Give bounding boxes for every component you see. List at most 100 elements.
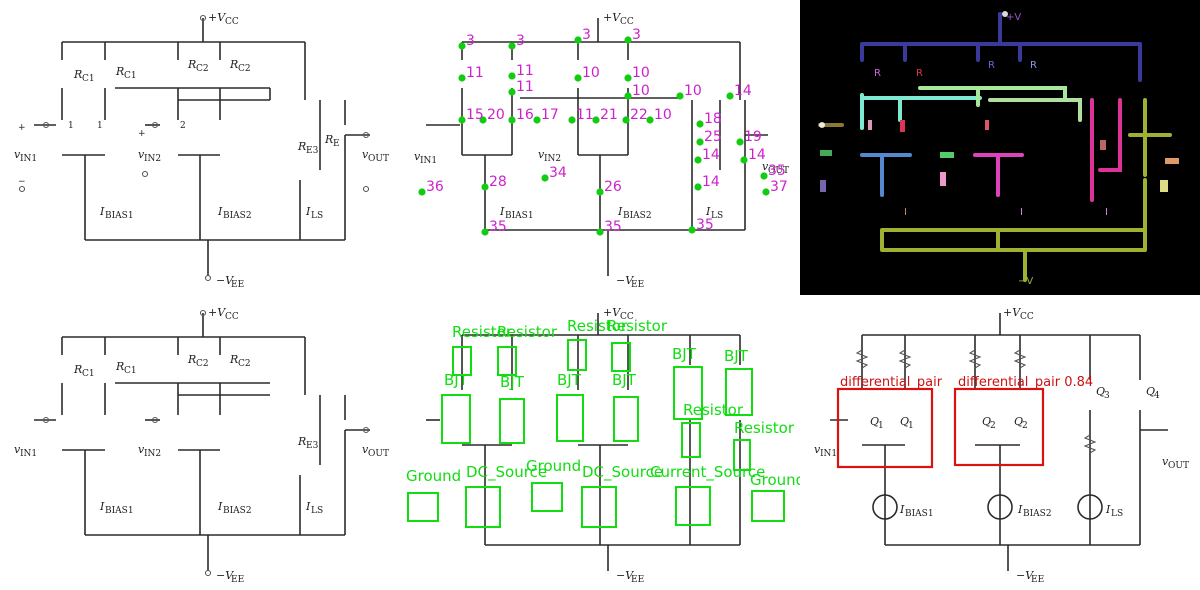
ils-sub-6: LS bbox=[1111, 509, 1123, 519]
node-dot-u bbox=[646, 116, 654, 124]
vin1-sub-4: IN1 bbox=[20, 449, 37, 459]
vee-label-4: −V bbox=[216, 569, 234, 582]
node-number-h: 10 bbox=[582, 65, 600, 81]
seg-vee: −V bbox=[1018, 276, 1033, 287]
ils-sub: LS bbox=[311, 211, 323, 221]
detection-box-9 bbox=[725, 368, 753, 416]
rc1-sub-b: C1 bbox=[124, 71, 137, 81]
q4-label: Q bbox=[1146, 385, 1155, 398]
detection-label-5: BJT bbox=[500, 373, 525, 391]
detection-label-12: Ground bbox=[406, 467, 461, 485]
rc1-label-a: R bbox=[73, 68, 82, 81]
node-dot-aa bbox=[418, 188, 426, 196]
ibias1-sub: BIAS1 bbox=[105, 211, 134, 221]
rc2-label-4b: R bbox=[229, 353, 238, 366]
vout-label-2: v bbox=[762, 160, 769, 173]
ibias1-sub-2: BIAS1 bbox=[505, 211, 534, 221]
q4-sub: 4 bbox=[1154, 391, 1160, 401]
seg-ibias1: I bbox=[904, 207, 907, 218]
ibias2-label: I bbox=[217, 205, 223, 218]
plus-vin2: + bbox=[138, 129, 146, 139]
rc2-label-b: R bbox=[229, 58, 238, 71]
node-dot-o bbox=[479, 116, 487, 124]
vee-sub-4: EE bbox=[231, 575, 244, 585]
node-number-ae: 14 bbox=[702, 174, 720, 190]
ibias1-label-6: I bbox=[899, 503, 905, 516]
vcc-label-6: +V bbox=[1003, 306, 1021, 319]
node-number-a: 3 bbox=[466, 33, 475, 49]
q1-sub-b: 1 bbox=[908, 421, 914, 431]
detection-label-14: Ground bbox=[526, 457, 581, 475]
ibias2-sub-6: BIAS2 bbox=[1023, 509, 1052, 519]
detection-box-10 bbox=[681, 422, 701, 458]
segmentation-svg: +V R R R R I I I −V bbox=[818, 11, 1179, 287]
node-dot-ai bbox=[688, 226, 696, 234]
rc2-sub-4a: C2 bbox=[196, 359, 209, 369]
node-dot-ae bbox=[694, 183, 702, 191]
detection-box-11 bbox=[733, 439, 751, 471]
vin1-sub-2: IN1 bbox=[420, 156, 437, 166]
plus-vin1: + bbox=[18, 123, 26, 133]
panel-node-numbers: +V CC v IN1 v IN2 I BIAS1 I BIAS2 I LS v… bbox=[400, 0, 800, 295]
node-number-aa: 36 bbox=[426, 179, 444, 195]
ils-sub-4: LS bbox=[311, 506, 323, 516]
node-dot-r bbox=[568, 116, 576, 124]
vin2-label-4: v bbox=[138, 443, 145, 456]
node-number-ah: 35 bbox=[604, 219, 622, 235]
node-number-af: 37 bbox=[770, 179, 788, 195]
node-number-u: 10 bbox=[654, 107, 672, 123]
seg-ibias2: I bbox=[1020, 207, 1023, 218]
rc1-sub-4b: C1 bbox=[124, 366, 137, 376]
ils-label-4: I bbox=[305, 500, 311, 513]
rc1-label-4b: R bbox=[115, 360, 124, 373]
vee-sub: EE bbox=[231, 280, 244, 290]
vout-sub: OUT bbox=[368, 154, 389, 164]
node-number-t: 22 bbox=[630, 107, 648, 123]
ibias2-label-2: I bbox=[617, 205, 623, 218]
node-dot-g bbox=[508, 88, 516, 96]
detection-label-11: Resistor bbox=[734, 419, 795, 437]
detection-box-6 bbox=[556, 394, 584, 442]
panel-raw-schematic-2: +V CC R C1 R C1 R C2 R C2 v IN1 v IN2 R … bbox=[0, 295, 400, 590]
node-number-x: 14 bbox=[702, 147, 720, 163]
node-number-ad: 26 bbox=[604, 179, 622, 195]
node-number-ai: 35 bbox=[696, 217, 714, 233]
q-num-1a: 1 bbox=[68, 121, 74, 131]
vin1-sub-6: IN1 bbox=[820, 449, 837, 459]
node-dot-t bbox=[622, 116, 630, 124]
detection-box-14 bbox=[531, 482, 563, 512]
detection-label-2: Resistor bbox=[567, 317, 628, 335]
vee-sub-6: EE bbox=[1031, 575, 1044, 585]
detection-label-7: BJT bbox=[612, 371, 637, 389]
ibias2-sub: BIAS2 bbox=[223, 211, 252, 221]
ibias1-sub-6: BIAS1 bbox=[905, 509, 934, 519]
node-dot-p bbox=[508, 116, 516, 124]
node-number-n: 15 bbox=[466, 107, 484, 123]
detection-label-8: BJT bbox=[672, 345, 697, 363]
q3-label: Q bbox=[1096, 385, 1105, 398]
node-dot-c bbox=[574, 36, 582, 44]
q1-label-b: Q bbox=[900, 415, 909, 428]
rc1-sub-a: C1 bbox=[82, 74, 95, 84]
node-dot-z bbox=[760, 172, 768, 180]
node-number-z: 35 bbox=[768, 163, 786, 179]
detection-label-17: Ground bbox=[750, 471, 800, 489]
detection-box-2 bbox=[567, 339, 587, 371]
schematic-raw2-svg: +V CC R C1 R C1 R C2 R C2 v IN1 v IN2 R … bbox=[14, 306, 389, 585]
differential-pair-label-1: differential_pair bbox=[840, 375, 943, 390]
q2-label-a: Q bbox=[982, 415, 991, 428]
re-label: R bbox=[324, 133, 333, 146]
vout-sub-4: OUT bbox=[368, 449, 389, 459]
detection-label-16: Current_Source bbox=[650, 463, 765, 482]
node-number-r: 11 bbox=[576, 107, 594, 123]
vout-label-4: v bbox=[362, 443, 369, 456]
rc2-sub-a: C2 bbox=[196, 64, 209, 74]
seg-rc2b: R bbox=[1030, 60, 1037, 71]
seg-rc1a: R bbox=[874, 68, 881, 79]
detection-box-0 bbox=[452, 346, 472, 376]
re3-label: R bbox=[297, 140, 306, 153]
ibias2-sub-4: BIAS2 bbox=[223, 506, 252, 516]
panel-segmentation: +V R R R R I I I −V bbox=[800, 0, 1200, 295]
ibias2-sub-2: BIAS2 bbox=[623, 211, 652, 221]
